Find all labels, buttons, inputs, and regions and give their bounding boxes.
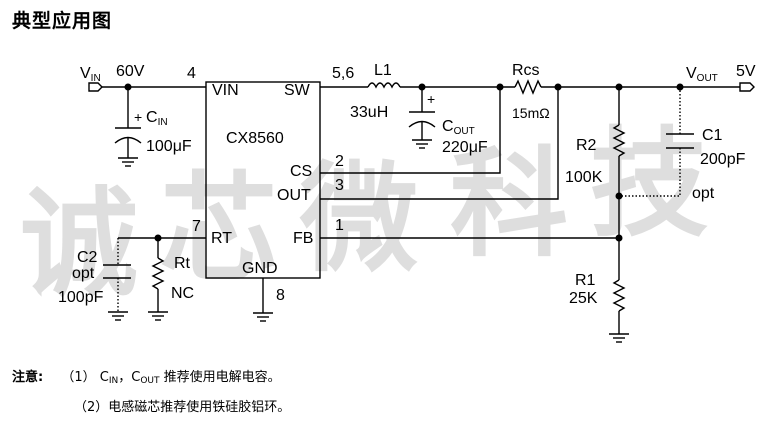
c2-value: 100pF: [58, 289, 104, 306]
junction-dot: [615, 83, 623, 91]
vin-label: VIN: [80, 65, 101, 84]
c2-note: opt: [72, 265, 95, 282]
ic-part-number: CX8560: [226, 130, 284, 147]
r2-label: R2: [576, 137, 597, 154]
junction-dot: [418, 83, 426, 91]
r1-value: 25K: [569, 290, 598, 307]
rt-value: NC: [171, 285, 194, 302]
l1-label: L1: [374, 62, 392, 79]
rcs-value: 15mΩ: [512, 105, 550, 121]
pin-name-rt: RT: [211, 230, 232, 247]
ground-icon: [148, 311, 168, 321]
c1-label: C1: [702, 127, 723, 144]
wire-out: [320, 87, 559, 200]
note-2-number: （2）: [74, 400, 109, 415]
pin-number-out: 3: [335, 177, 344, 194]
cout-label: COUT: [442, 118, 475, 137]
c1-note: opt: [692, 185, 715, 202]
cout-value: 220μF: [442, 139, 488, 156]
pin-number-gnd: 8: [276, 287, 285, 304]
note-1-cin: CIN: [99, 370, 119, 386]
note-1-number: （1）: [61, 370, 96, 385]
resistor-r2: [612, 124, 626, 157]
vout-connector-icon: [739, 82, 755, 92]
notes-label: 注意:: [12, 370, 44, 385]
vout-label: VOUT: [686, 65, 718, 84]
ground-icon: [118, 157, 138, 167]
cin-polarity: +: [134, 109, 142, 125]
watermark-char: 技: [590, 115, 708, 253]
vin-connector-icon: [88, 82, 103, 92]
pin-number-vin: 4: [187, 65, 196, 82]
watermark: 诚 芯 微 科 技: [20, 115, 708, 313]
ground-icon: [412, 139, 432, 149]
pin-name-gnd: GND: [242, 260, 278, 277]
junction-dot: [154, 234, 162, 242]
pin-number-sw: 5,6: [332, 65, 354, 82]
cin-value: 100μF: [146, 138, 192, 155]
page-title: 典型应用图: [12, 10, 113, 32]
junction-dot: [496, 83, 504, 91]
vout-value: 5V: [736, 63, 756, 80]
ground-icon: [253, 312, 273, 322]
c1-value: 200pF: [700, 151, 746, 168]
junction-dot: [615, 192, 623, 200]
note-1-cout: COUT: [131, 370, 160, 386]
pin-number-fb: 1: [335, 217, 344, 234]
c2-label: C2: [77, 249, 98, 266]
rcs-label: Rcs: [512, 62, 540, 79]
watermark-char: 微: [299, 150, 418, 288]
junction-dot: [676, 83, 684, 91]
note-1-text: 推荐使用电解电容。: [159, 370, 281, 385]
watermark-char: 科: [450, 135, 568, 273]
note-item-1: 注意: （1） CIN，COUT 推荐使用电解电容。: [12, 366, 281, 386]
junction-dot: [554, 83, 562, 91]
note-item-2: （2）电感磁芯推荐使用铁硅胶铝环。: [74, 396, 290, 415]
note-1-separator: ，: [118, 370, 132, 385]
pin-number-rt: 7: [192, 218, 201, 235]
resistor-r1: [612, 279, 626, 312]
resistor-rt: [151, 257, 165, 290]
resistor-rcs: [514, 79, 542, 95]
junction-dot: [615, 234, 623, 242]
wire-cs: [320, 87, 501, 174]
rt-label: Rt: [174, 255, 191, 272]
r2-value: 100K: [565, 169, 603, 186]
pin-name-out: OUT: [277, 187, 311, 204]
ground-icon: [609, 333, 629, 343]
cin-label: CIN: [146, 109, 168, 128]
note-2-text: 电感磁芯推荐使用铁硅胶铝环。: [108, 400, 291, 415]
l1-value: 33uH: [350, 104, 388, 121]
pin-name-sw: SW: [284, 82, 311, 99]
vin-value: 60V: [116, 63, 145, 80]
pin-number-cs: 2: [335, 153, 344, 170]
pin-name-cs: CS: [290, 163, 312, 180]
r1-label: R1: [575, 272, 596, 289]
pin-name-vin: VIN: [212, 82, 239, 99]
cout-polarity: +: [427, 91, 435, 107]
ground-icon: [108, 311, 128, 321]
wire-c1-bottom: [619, 148, 681, 197]
watermark-char: 芯: [160, 160, 278, 298]
junction-dot: [124, 83, 132, 91]
junctions: [124, 83, 684, 242]
inductor-l1: [367, 82, 401, 89]
pin-name-fb: FB: [293, 230, 313, 247]
